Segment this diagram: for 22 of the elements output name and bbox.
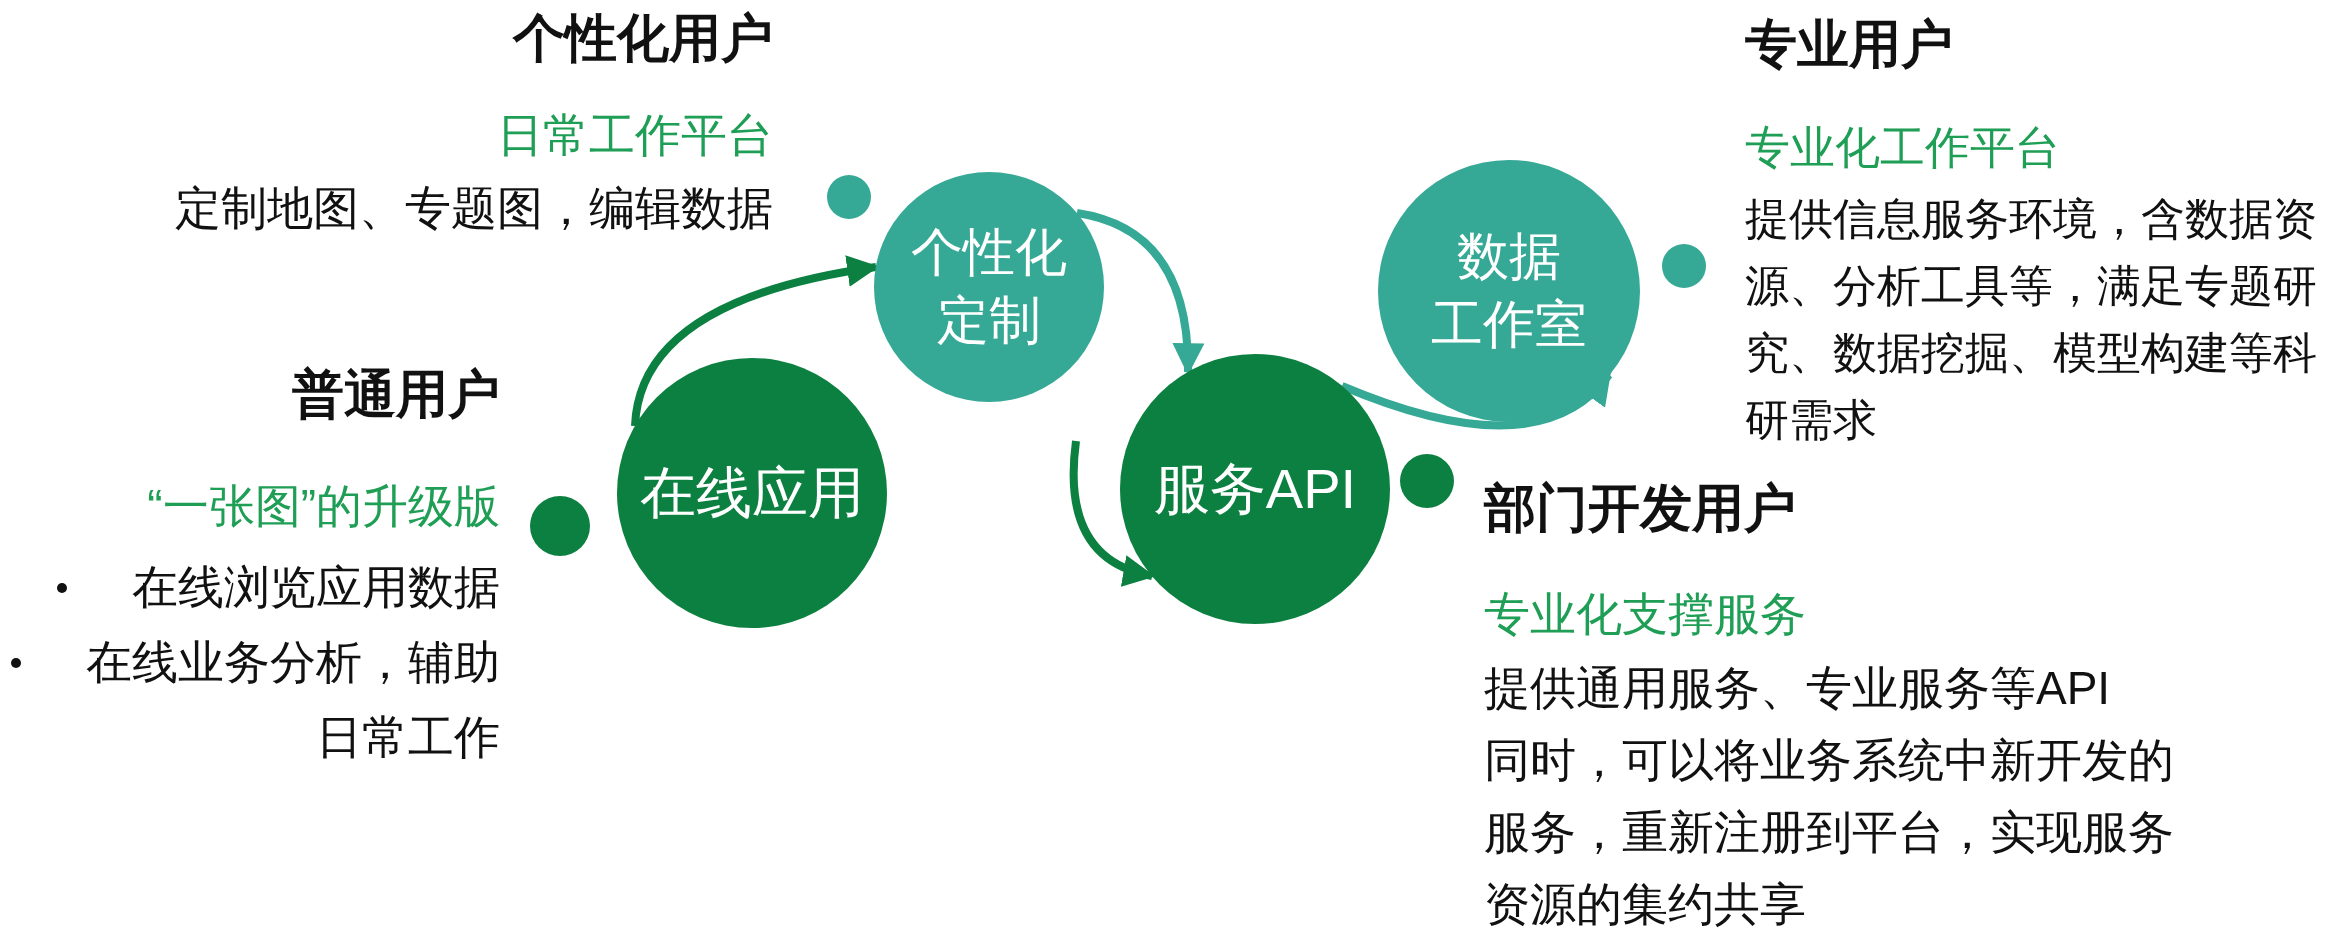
dot bbox=[827, 175, 871, 219]
bullet-text: 在线业务分析，辅助日常工作 bbox=[85, 635, 500, 765]
description: 提供信息服务环境，含数据资源、分析工具等，满足专题研究、数据挖掘、模型构建等科研需求 bbox=[1745, 193, 2318, 446]
subheading: 专业化工作平台 bbox=[1745, 121, 2060, 175]
bullet-text: 在线浏览应用数据 bbox=[132, 560, 500, 615]
description: 同时，可以将业务系统中新开发的服务，重新注册到平台，实现服务资源的集约共享 bbox=[1484, 733, 2175, 932]
process-circle: 在线应用 bbox=[617, 358, 887, 628]
dot bbox=[1662, 244, 1706, 288]
process-circle: 服务API bbox=[1120, 354, 1390, 624]
subheading: 专业化支撑服务 bbox=[1484, 587, 1806, 642]
group-heading: 普通用户 bbox=[292, 364, 500, 425]
process-circle: 个性化定制 bbox=[874, 172, 1104, 402]
subheading: 日常工作平台 bbox=[497, 108, 773, 163]
dot bbox=[530, 496, 590, 556]
subheading: “一张图”的升级版 bbox=[147, 479, 500, 534]
group-heading: 部门开发用户 bbox=[1484, 478, 1796, 539]
dot bbox=[1400, 454, 1454, 508]
group-heading: 个性化用户 bbox=[513, 8, 773, 69]
description: 定制地图、专题图，编辑数据 bbox=[175, 181, 773, 236]
process-circle: 数据工作室 bbox=[1378, 160, 1640, 422]
description: 提供通用服务、专业服务等API bbox=[1484, 661, 2111, 716]
group-heading: 专业用户 bbox=[1745, 14, 1953, 75]
